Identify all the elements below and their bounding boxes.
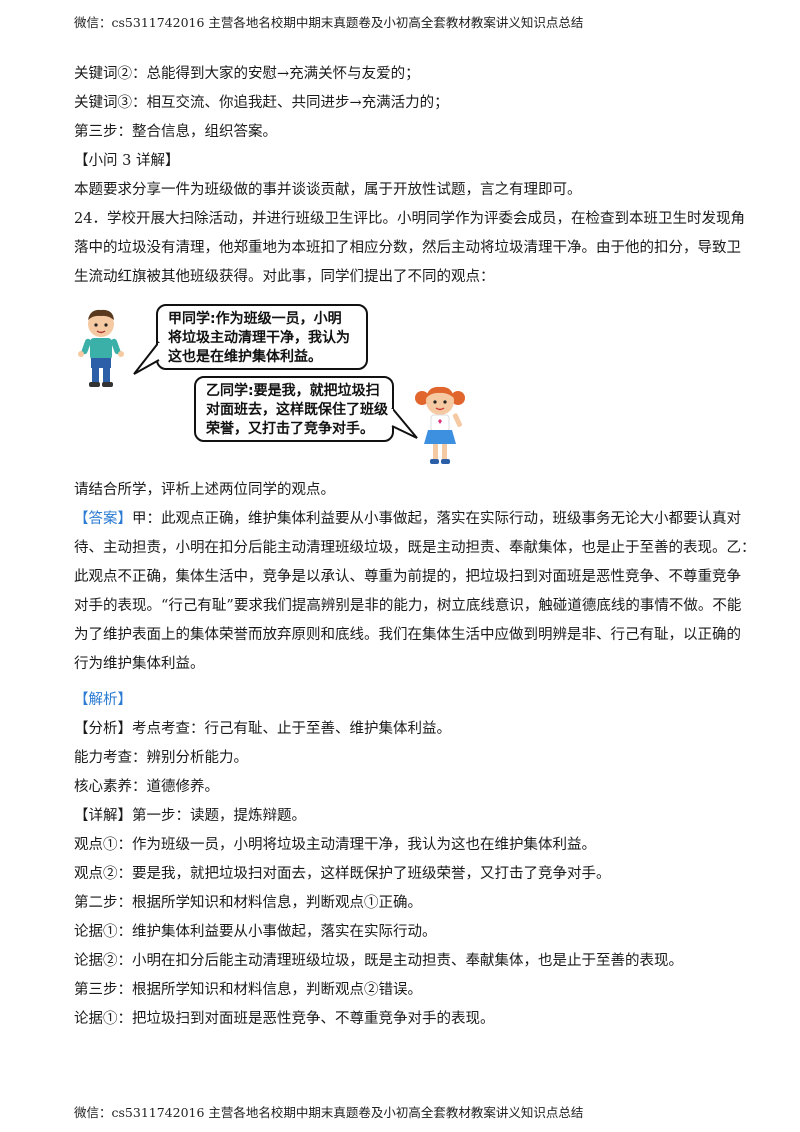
text-line: 第三步：整合信息，组织答案。 (74, 124, 277, 140)
dialogue-illustration: 甲同学:作为班级一员，小明 将垃圾主动清理干净，我认为 这也是在维护集体利益。 … (70, 300, 470, 468)
speech-bubble-student-a: 甲同学:作为班级一员，小明 将垃圾主动清理干净，我认为 这也是在维护集体利益。 (156, 304, 368, 370)
bubble-a-line: 甲同学:作为班级一员，小明 (168, 311, 342, 327)
bubble-b-line: 乙同学:要是我，就把垃圾扫 (206, 383, 380, 399)
page-footer: 微信：cs5311742016 主营各地名校期中期末真题卷及小初高全套教材教案讲… (74, 1105, 584, 1120)
text-line: 论据②：小明在扣分后能主动清理班级垃圾，既是主动担责、奉献集体，也是止于至善的表… (74, 953, 683, 969)
text-line: 关键词②：总能得到大家的安慰→充满关怀与友爱的； (74, 66, 420, 82)
text-line: 本题要求分享一件为班级做的事并谈谈贡献，属于开放性试题，言之有理即可。 (74, 182, 582, 198)
text-line: 【详解】第一步：读题，提炼辩题。 (74, 808, 306, 824)
speech-bubble-student-b: 乙同学:要是我，就把垃圾扫 对面班去，这样既保住了班级 荣誉，又打击了竞争对手。 (194, 376, 394, 442)
girl-character-icon (415, 386, 465, 464)
text-line: 能力考查：辨别分析能力。 (74, 750, 248, 766)
boy-character-icon (78, 309, 124, 387)
answer-line: 为了维护表面上的集体荣誉而放弃原则和底线。我们在集体生活中应做到明辨是非、行己有… (74, 627, 741, 643)
bubble-b-line: 荣誉，又打击了竞争对手。 (206, 421, 374, 437)
question-24-line: 落中的垃圾没有清理，他郑重地为本班扣了相应分数，然后主动将垃圾清理干净。由于他的… (74, 240, 741, 256)
text-line: 论据①：维护集体利益要从小事做起，落实在实际行动。 (74, 924, 437, 940)
bubble-a-tail (133, 341, 160, 375)
answer-line: 行为维护集体利益。 (74, 656, 205, 672)
answer-line: 对手的表现。“行己有耻”要求我们提高辨别是非的能力，树立底线意识，触碰道德底线的… (74, 598, 742, 614)
bubble-b-tail (391, 407, 418, 439)
text-line: 关键词③：相互交流、你追我赶、共同进步→充满活力的； (74, 95, 449, 111)
answer-label: 【答案】 (74, 511, 132, 527)
question-24-line: 生流动红旗被其他班级获得。对此事，同学们提出了不同的观点： (74, 269, 495, 285)
text-line: 观点①：作为班级一员，小明将垃圾主动清理干净，我认为这也在维护集体利益。 (74, 837, 596, 853)
page-header: 微信：cs5311742016 主营各地名校期中期末真题卷及小初高全套教材教案讲… (74, 15, 584, 30)
text-line: 核心素养：道德修养。 (74, 779, 219, 795)
sub-question-heading: 【小问 3 详解】 (74, 153, 180, 169)
bubble-a-line: 这也是在维护集体利益。 (168, 349, 322, 365)
text-line: 第二步：根据所学知识和材料信息，判断观点①正确。 (74, 895, 422, 911)
question-24-line: 24．学校开展大扫除活动，并进行班级卫生评比。小明同学作为评委会成员，在检查到本… (74, 211, 745, 227)
answer-line: 待、主动担责，小明在扣分后能主动清理班级垃圾，既是主动担责、奉献集体，也是止于至… (74, 540, 756, 556)
bubble-b-line: 对面班去，这样既保住了班级 (206, 402, 388, 418)
answer-text: 甲：此观点正确，维护集体利益要从小事做起，落实在实际行动，班级事务无论大小都要认… (132, 511, 741, 527)
text-line: 论据①：把垃圾扫到对面班是恶性竞争、不尊重竞争对手的表现。 (74, 1011, 495, 1027)
text-line: 观点②：要是我，就把垃圾扫对面去，这样既保护了班级荣誉，又打击了竞争对手。 (74, 866, 611, 882)
bubble-a-line: 将垃圾主动清理干净，我认为 (168, 330, 350, 346)
text-line: 第三步：根据所学知识和材料信息，判断观点②错误。 (74, 982, 422, 998)
answer-line: 【答案】甲：此观点正确，维护集体利益要从小事做起，落实在实际行动，班级事务无论大… (74, 509, 741, 529)
text-line: 【分析】考点考查：行己有耻、止于至善、维护集体利益。 (74, 721, 451, 737)
question-prompt: 请结合所学，评析上述两位同学的观点。 (74, 482, 335, 498)
answer-line: 此观点不正确，集体生活中，竞争是以承认、尊重为前提的，把垃圾扫到对面班是恶性竞争… (74, 569, 741, 585)
analysis-label: 【解析】 (74, 692, 132, 708)
